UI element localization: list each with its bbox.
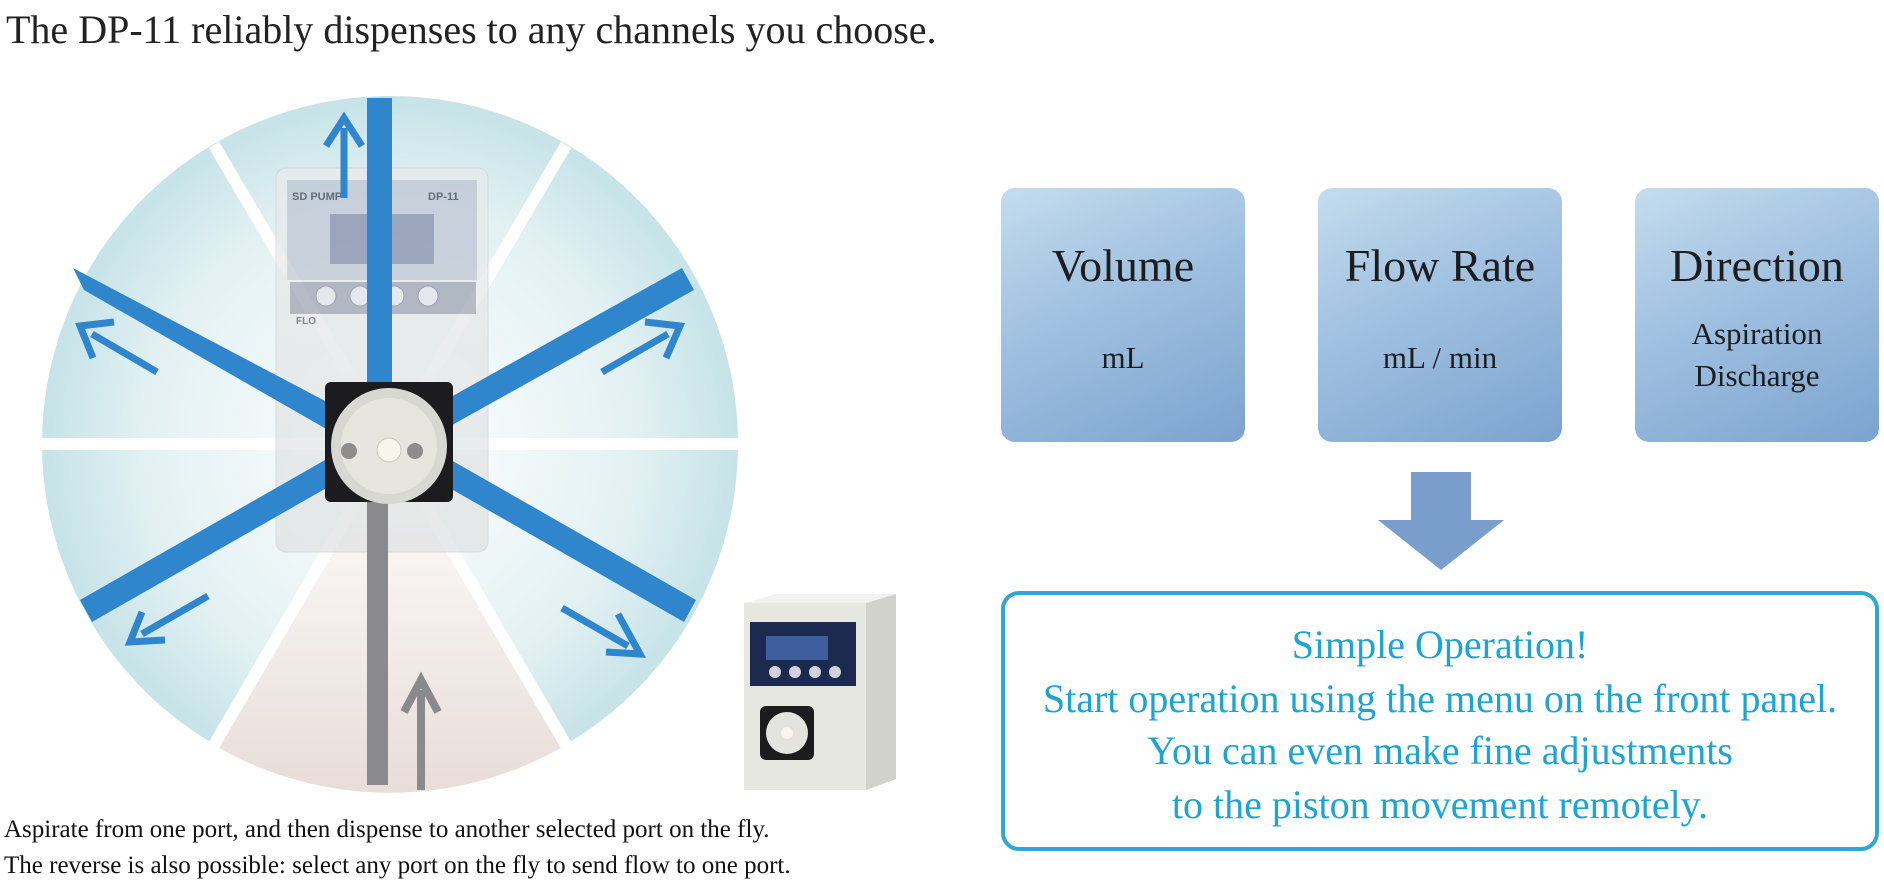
page-title: The DP-11 reliably dispenses to any chan… — [6, 7, 937, 52]
card-title: Flow Rate — [1344, 240, 1536, 291]
arrow-down-icon — [1378, 472, 1504, 570]
operation-line-1: Start operation using the menu on the fr… — [1042, 676, 1838, 721]
card-option-aspiration: Aspiration — [1691, 316, 1823, 351]
card-option-discharge: Discharge — [1694, 358, 1820, 393]
card-direction: Direction Aspiration Discharge — [1635, 188, 1879, 442]
inlet-channel — [367, 470, 388, 785]
pump-model-label: DP-11 — [428, 191, 459, 203]
rotary-valve — [325, 382, 453, 504]
simple-operation-box: Simple Operation! Start operation using … — [1001, 591, 1879, 851]
operation-line-2: You can even make fine adjustments — [1147, 728, 1733, 773]
channel-diagram: SD PUMP DP-11 FLO — [30, 96, 896, 793]
channel-spokes — [73, 98, 696, 622]
operation-line-3: to the piston movement remotely. — [1171, 782, 1709, 827]
card-unit: mL — [1101, 340, 1145, 375]
card-unit: mL / min — [1382, 340, 1498, 375]
product-photo — [744, 594, 896, 790]
diagram-caption: Aspirate from one port, and then dispens… — [4, 812, 791, 884]
operation-title: Simple Operation! — [1291, 622, 1589, 667]
inlet-sector — [214, 444, 566, 793]
card-title: Direction — [1670, 240, 1844, 291]
card-title: Volume — [1051, 240, 1195, 291]
caption-line-2: The reverse is also possible: select any… — [4, 852, 791, 879]
arrow-heads — [75, 111, 686, 658]
card-volume: Volume mL — [1001, 188, 1245, 442]
card-flow-rate: Flow Rate mL / min — [1318, 188, 1562, 442]
caption-line-1: Aspirate from one port, and then dispens… — [4, 816, 770, 843]
pump-logo-label: FLO — [296, 316, 316, 327]
channel-arrow-icon — [90, 128, 670, 650]
pump-brand-label: SD PUMP — [292, 191, 342, 203]
arrow-up-icon — [400, 671, 442, 790]
